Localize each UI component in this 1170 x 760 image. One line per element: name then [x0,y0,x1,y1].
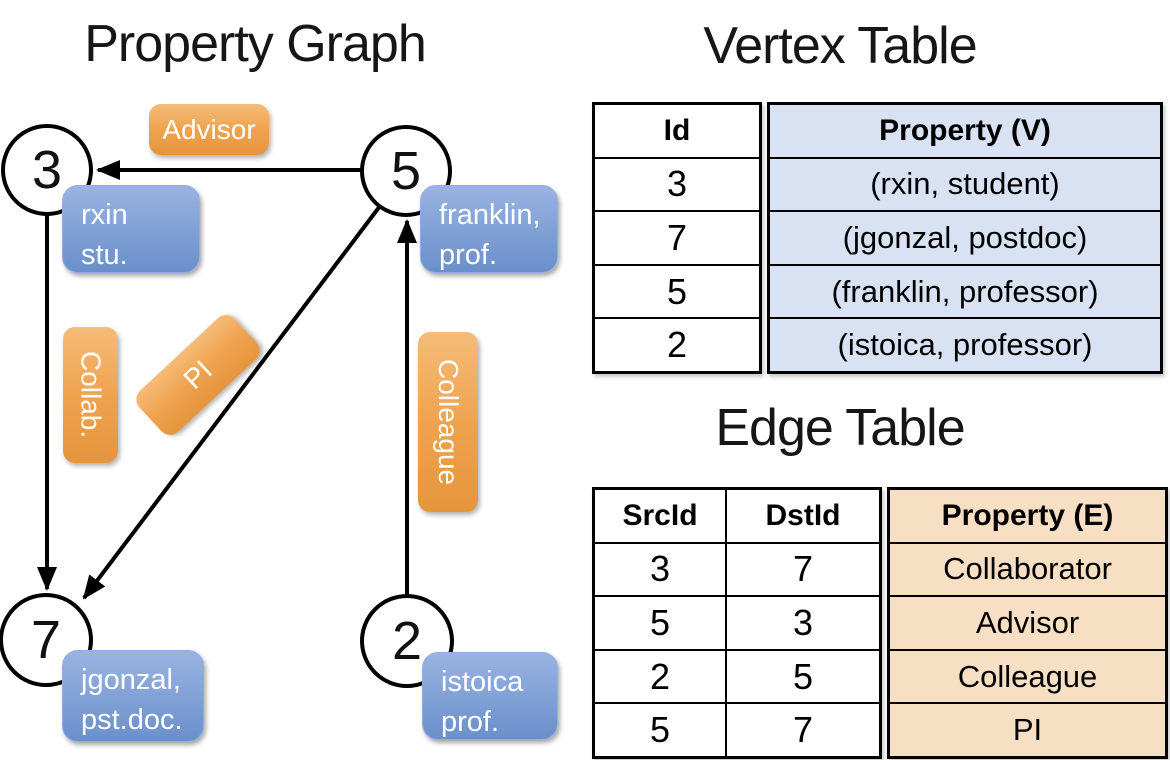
vertex-property-line: rxin [81,199,128,231]
table-row: (rxin, student) [770,156,1160,211]
vertex-property-box-2: istoica prof. [422,652,558,740]
vertex-property-line: franklin, [439,199,541,231]
vertex-table-id-column: Id 3 7 5 2 [592,102,762,374]
node-id-2: 2 [391,611,423,671]
vertex-property-cell: (franklin, professor) [831,273,1099,309]
edge-table-id-columns: SrcId DstId 3 7 5 3 2 5 5 7 [592,487,882,759]
edge-property-cell: Collaborator [943,551,1112,587]
edge-table-header-row: Property (E) [890,490,1165,542]
edge-srcid-cell: 5 [595,597,727,649]
table-row: PI [890,702,1165,756]
edge-property-header: Property (E) [941,498,1114,532]
edge-srcid-cell: 5 [595,704,727,756]
table-row: (franklin, professor) [770,263,1160,318]
property-graph-diagram: 3 5 7 2 rxin stu. franklin, prof. jgonza… [0,104,558,742]
table-row: (jgonzal, postdoc) [770,210,1160,264]
vertex-property-line: jgonzal, [81,664,181,696]
vertex-property-cell: (rxin, student) [870,166,1060,202]
vertex-property-header: Property (V) [879,113,1051,147]
table-row: Colleague [890,648,1165,703]
edge-line-pi [82,204,382,600]
vertex-id-header: Id [663,113,691,147]
edge-srcid-header: SrcId [595,490,727,542]
vertex-property-cell: (jgonzal, postdoc) [842,219,1088,255]
edge-label-advisor: Advisor [149,104,269,155]
vertex-property-box-5: franklin, prof. [420,185,558,273]
node-id-5: 5 [390,141,422,201]
vertex-table-header-row: Id [595,105,759,157]
edge-dstid-header: DstId [765,498,841,532]
vertex-id-cell: 3 [666,163,688,205]
vertex-id-cell: 5 [666,270,688,312]
property-graph-title: Property Graph [84,15,427,73]
vertex-property-box-3: rxin stu. [62,185,200,273]
table-row: Advisor [890,595,1165,649]
table-row: 3 [595,156,759,211]
node-id-7: 7 [30,610,62,670]
vertex-property-line: istoica [441,666,524,698]
table-row: (istoica, professor) [770,317,1160,371]
table-row: 2 5 [595,648,879,703]
edge-dstid-cell: 3 [792,601,814,643]
vertex-property-cell: (istoica, professor) [837,327,1093,363]
edge-srcid-cell: 3 [595,543,727,596]
table-row: Collaborator [890,541,1165,596]
edge-table-header-row: SrcId DstId [595,490,879,542]
table-row: 5 7 [595,702,879,756]
vertex-table-property-column: Property (V) (rxin, student) (jgonzal, p… [767,102,1163,374]
vertex-property-line: stu. [81,239,128,272]
edge-table-title: Edge Table [715,399,965,457]
vertex-property-box-7: jgonzal, pst.doc. [62,650,204,742]
vertex-property-line: pst.doc. [81,704,183,737]
table-row: 7 [595,210,759,264]
edge-table-property-column: Property (E) Collaborator Advisor Collea… [887,487,1168,759]
edge-property-cell: Advisor [975,604,1080,640]
edge-dstid-cell: 5 [792,655,814,697]
vertex-table-title: Vertex Table [703,17,977,75]
vertex-id-cell: 2 [666,324,688,366]
edge-label-colleague: Colleague [418,332,478,512]
table-row: 5 [595,263,759,318]
edge-property-cell: Colleague [957,658,1098,694]
edge-dstid-cell: 7 [792,709,814,751]
node-id-3: 3 [31,140,63,200]
vertex-property-line: prof. [441,706,500,739]
table-row: 3 7 [595,541,879,596]
table-row: 5 3 [595,595,879,649]
vertex-property-line: prof. [439,239,498,272]
table-row: 2 [595,317,759,371]
vertex-table-header-row: Property (V) [770,105,1160,157]
edge-srcid-cell: 2 [595,650,727,703]
vertex-id-cell: 7 [666,216,688,258]
edge-property-cell: PI [1012,712,1043,748]
edge-label-collaborator: Collab. [63,327,118,463]
edge-dstid-cell: 7 [792,548,814,590]
